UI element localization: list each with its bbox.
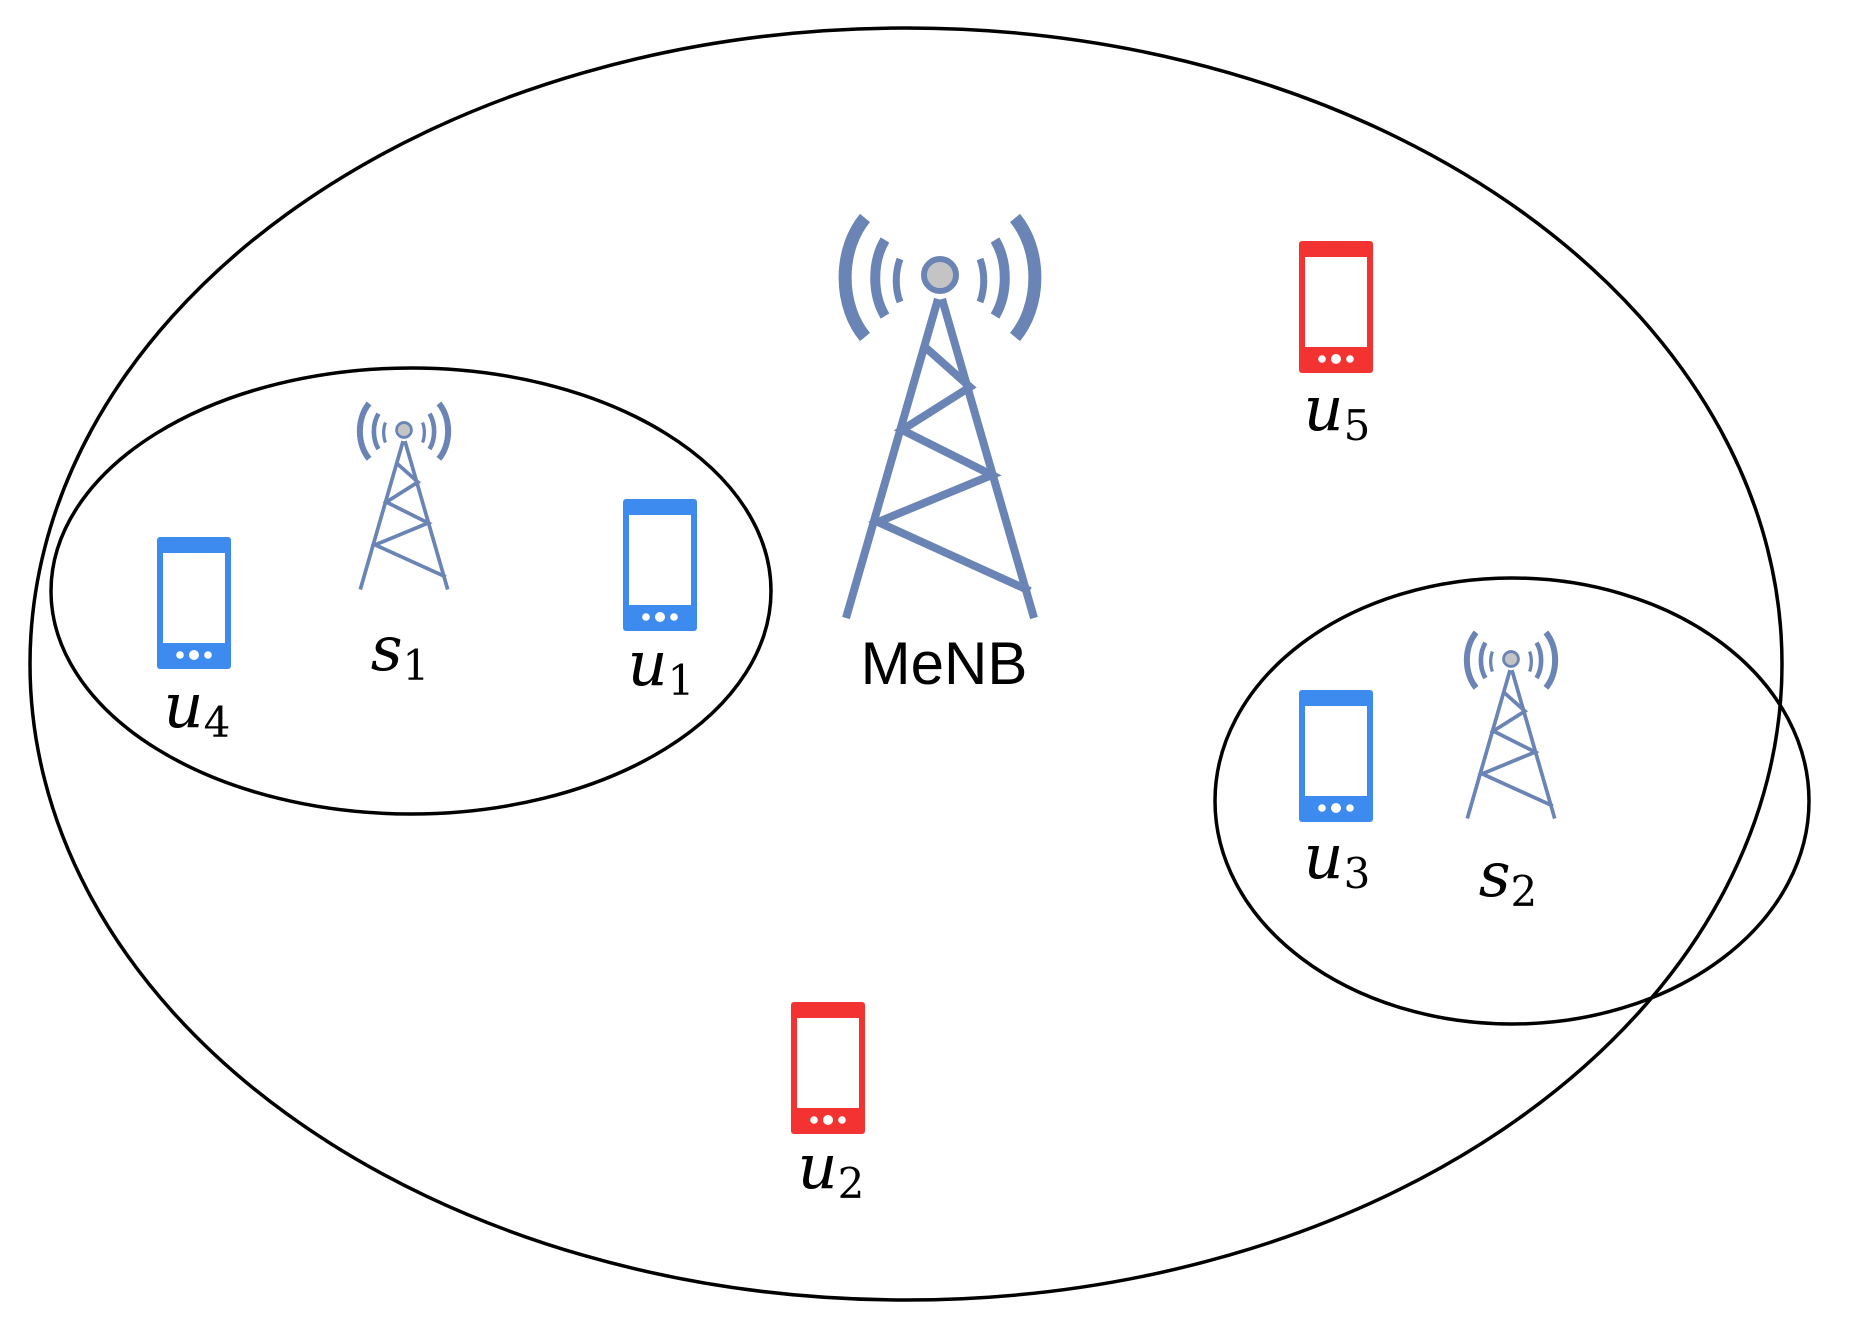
user-1-label: u1 [628, 627, 695, 705]
user-2-label: u2 [798, 1130, 865, 1208]
user-1-phone-icon [623, 499, 697, 631]
user-3-phone-icon [1299, 690, 1373, 822]
small-cell-2-boundary [1213, 576, 1811, 1026]
user-5-label: u5 [1304, 372, 1371, 450]
user-3-label: u3 [1304, 820, 1371, 898]
user-4-label: u4 [164, 669, 231, 747]
small-cell-1-label: s1 [371, 612, 430, 690]
small-cell-1-tower-icon [360, 403, 448, 589]
user-4-phone-icon [157, 537, 231, 669]
macro-tower-icon [845, 218, 1035, 618]
small-cell-2-label: s2 [1479, 838, 1538, 916]
small-cell-2-tower-icon [1467, 632, 1555, 818]
macro-cell-boundary [28, 26, 1784, 1302]
user-5-phone-icon [1299, 241, 1373, 373]
small-cell-1-boundary [49, 366, 773, 816]
user-2-phone-icon [791, 1002, 865, 1134]
macro-cell-label: MeNB [861, 630, 1028, 697]
